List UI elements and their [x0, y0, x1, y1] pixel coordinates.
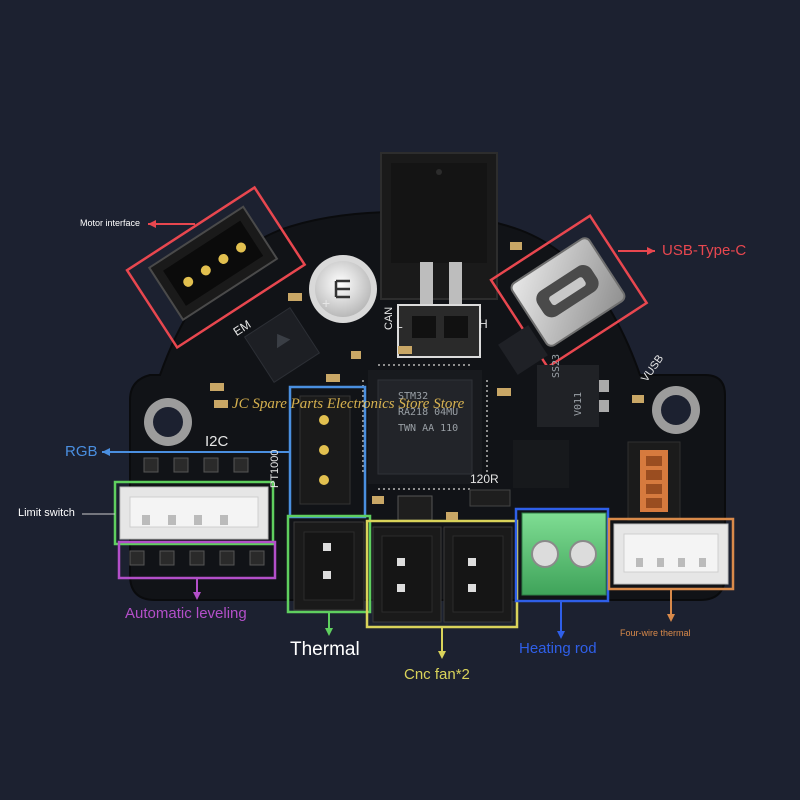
- thermal-connector: [293, 521, 365, 611]
- crystal: [397, 495, 433, 521]
- mcu-pins: [362, 364, 488, 490]
- mcu-chip: [368, 370, 482, 484]
- heating-rod-terminal: [521, 512, 607, 596]
- mcu-marking-line3: TWN AA 110: [398, 423, 459, 434]
- silk-pt1000: PT1000: [269, 449, 281, 488]
- i2c-header: [143, 457, 249, 473]
- motor-connector: [147, 205, 279, 322]
- store-watermark: JC Spare Parts Electronics Store Store: [232, 396, 465, 412]
- motor-callout-box: [125, 185, 307, 350]
- limit-switch-connector: [119, 486, 269, 540]
- reg-marking-line2: V011: [573, 391, 584, 416]
- label-usb-type-c: USB-Type-C: [662, 242, 747, 259]
- silk-can: CAN: [383, 306, 395, 330]
- usb-callout-box: [489, 213, 649, 369]
- silk-120r: 120R: [470, 472, 499, 486]
- usb-c-port: [510, 237, 626, 347]
- silk-h: H: [479, 317, 488, 331]
- label-limit-switch: Limit switch: [18, 507, 75, 519]
- capacitor: [309, 255, 377, 323]
- label-automatic-leveling: Automatic leveling: [125, 605, 247, 622]
- label-four-wire-thermal: Four-wire thermal: [620, 628, 691, 638]
- cnc-fan-connectors: [372, 526, 513, 623]
- smd-components: [210, 242, 644, 520]
- mounting-hole-right: [652, 386, 700, 434]
- label-rgb: RGB: [65, 443, 98, 460]
- mcu-marking-line1: STM32: [398, 391, 429, 402]
- reg-marking-line1: SS23: [551, 353, 562, 378]
- silk-plus: +: [322, 295, 331, 311]
- pt1000-header: [299, 395, 351, 505]
- mounting-hole-left: [144, 398, 192, 446]
- label-thermal: Thermal: [290, 639, 360, 660]
- label-motor-interface: Motor interface: [80, 218, 141, 228]
- mcu-marking-line2: RA218 04MU: [398, 407, 459, 418]
- limit-switch-callout-box: [113, 480, 275, 546]
- label-heating-rod: Heating rod: [519, 640, 597, 657]
- jumper-120r: [469, 489, 511, 507]
- regulator-chip: [537, 365, 609, 427]
- label-cnc-fan: Cnc fan*2: [404, 666, 470, 683]
- auto-level-header: [129, 550, 265, 566]
- mosfet-chip: [513, 440, 569, 488]
- small-ic: [498, 325, 548, 375]
- driver-chip: [243, 306, 321, 384]
- silk-l: L: [396, 317, 403, 331]
- silk-i2c: I2C: [205, 433, 229, 450]
- dip-switch: [627, 441, 681, 521]
- four-wire-thermal-connector: [613, 523, 729, 585]
